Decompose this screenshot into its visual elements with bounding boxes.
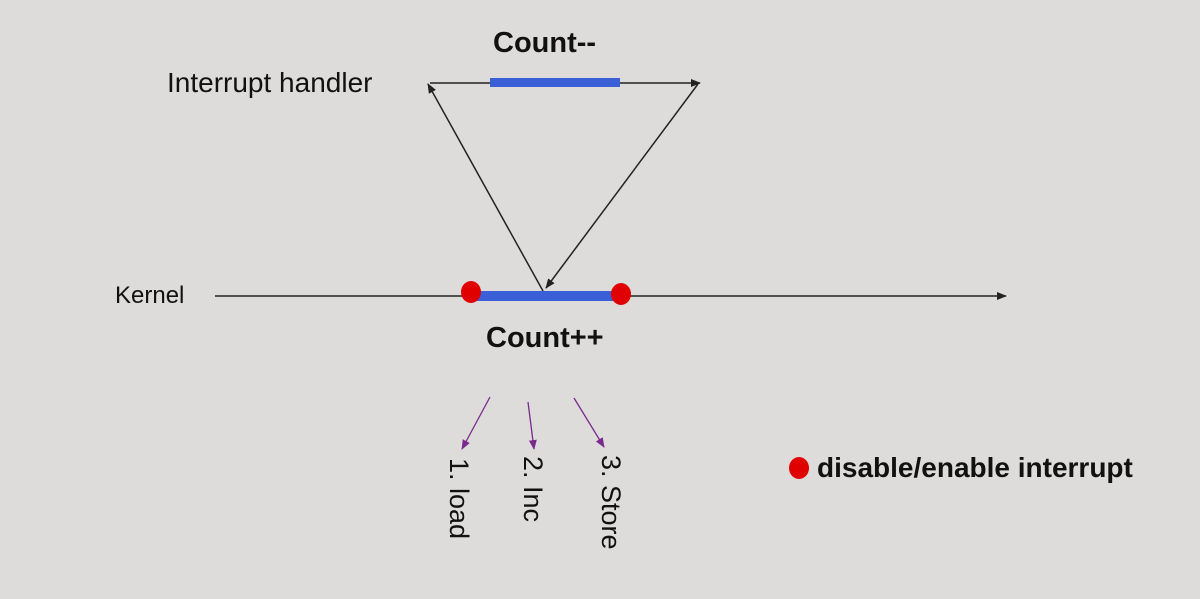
count-increment-bar bbox=[474, 291, 620, 301]
interrupt-return-arrow bbox=[545, 83, 699, 289]
step-arrow-inc bbox=[527, 401, 537, 450]
step-arrow-load bbox=[461, 396, 491, 450]
disable-interrupt-marker bbox=[461, 281, 481, 303]
interrupt-up-arrow bbox=[427, 83, 544, 292]
interrupt-handler-label: Interrupt handler bbox=[167, 67, 373, 98]
enable-interrupt-marker bbox=[611, 283, 631, 305]
step-store-label: 3. Store bbox=[596, 455, 626, 550]
count-decrement-bar bbox=[490, 78, 620, 87]
count-increment-label: Count++ bbox=[486, 322, 604, 354]
legend: disable/enable interrupt bbox=[789, 452, 1133, 484]
step-arrow-store bbox=[573, 397, 605, 448]
legend-text: disable/enable interrupt bbox=[817, 452, 1133, 483]
legend-interrupt-marker bbox=[789, 457, 809, 479]
step-load-label: 1. load bbox=[444, 458, 474, 540]
kernel-label: Kernel bbox=[115, 282, 185, 309]
count-decrement-label: Count-- bbox=[493, 27, 597, 59]
step-inc-label: 2. Inc bbox=[518, 456, 548, 523]
